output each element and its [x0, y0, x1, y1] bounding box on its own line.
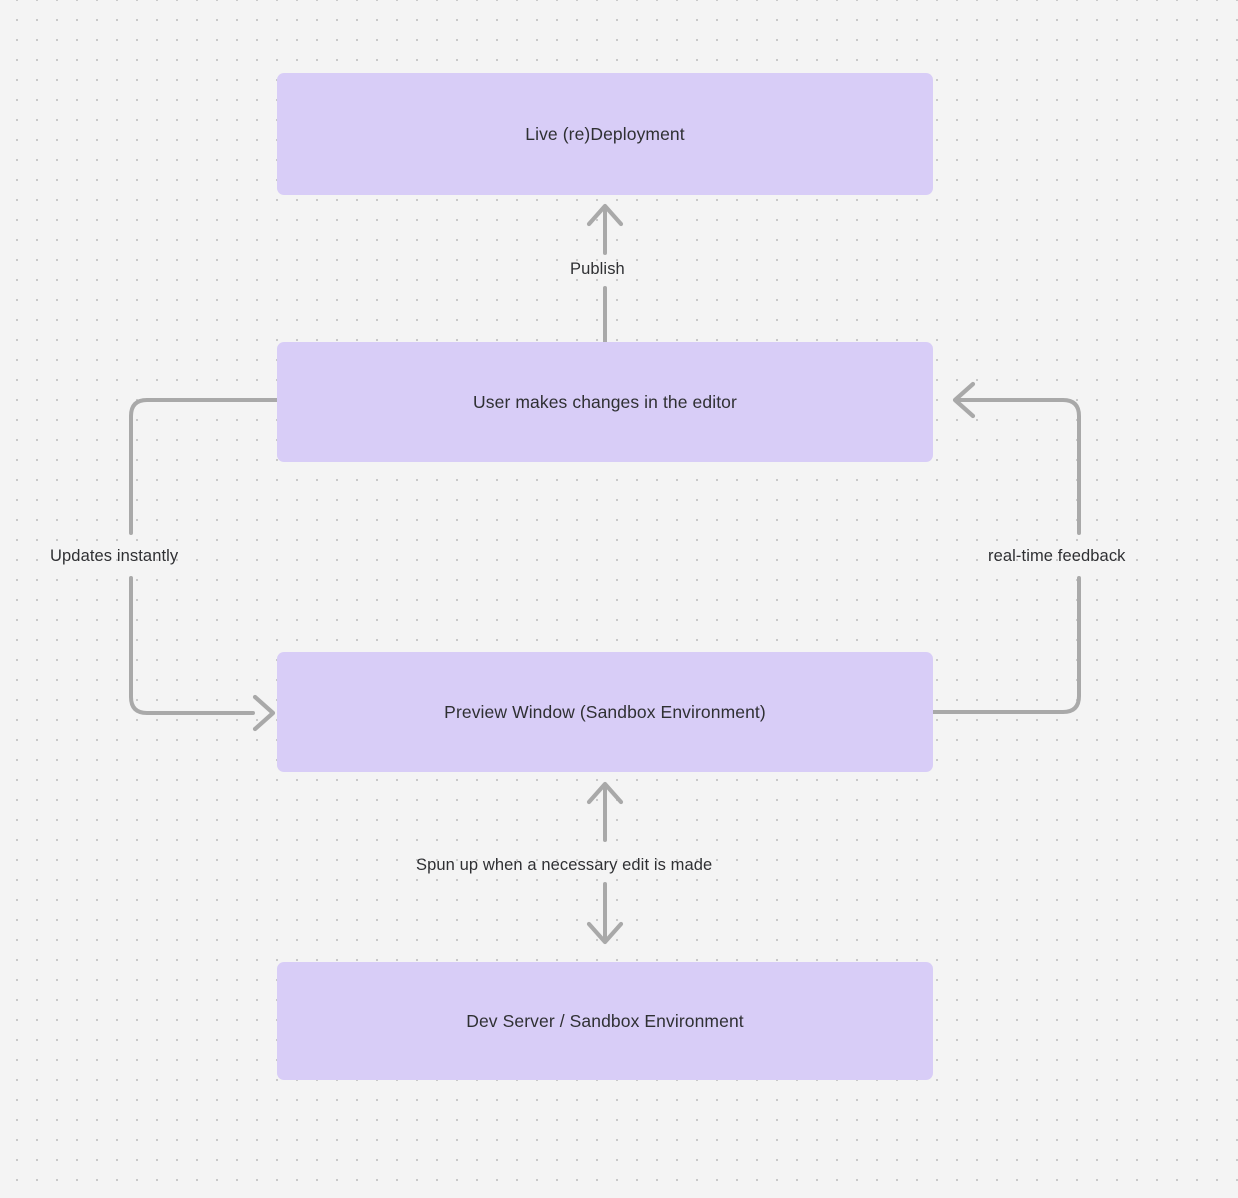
edge-label-spun-up: Spun up when a necessary edit is made — [416, 856, 713, 874]
edge-label-realtime-feedback: real-time feedback — [988, 547, 1126, 565]
edge-updates-arrowhead — [252, 694, 276, 732]
edge-publish-arrowhead — [586, 203, 624, 227]
edge-updates-upper-segment — [129, 398, 279, 535]
node-preview-window-label: Preview Window (Sandbox Environment) — [444, 701, 766, 722]
edge-spunup-arrowhead-down — [586, 921, 624, 945]
edge-label-publish: Publish — [570, 260, 625, 278]
edge-realtime-arrowhead — [952, 381, 976, 419]
node-user-makes-changes-label: User makes changes in the editor — [473, 391, 737, 412]
edge-realtime-lower-segment — [931, 576, 1081, 714]
node-live-redeployment-label: Live (re)Deployment — [525, 123, 685, 144]
node-user-makes-changes[interactable]: User makes changes in the editor — [277, 342, 933, 462]
node-dev-server[interactable]: Dev Server / Sandbox Environment — [277, 962, 933, 1080]
edge-spunup-arrowhead-up — [586, 781, 624, 805]
edge-updates-lower-segment — [129, 576, 255, 715]
edge-label-updates-instantly: Updates instantly — [50, 547, 179, 565]
node-preview-window[interactable]: Preview Window (Sandbox Environment) — [277, 652, 933, 772]
edge-realtime-upper-segment — [955, 398, 1081, 535]
node-live-redeployment[interactable]: Live (re)Deployment — [277, 73, 933, 195]
node-dev-server-label: Dev Server / Sandbox Environment — [466, 1010, 744, 1031]
